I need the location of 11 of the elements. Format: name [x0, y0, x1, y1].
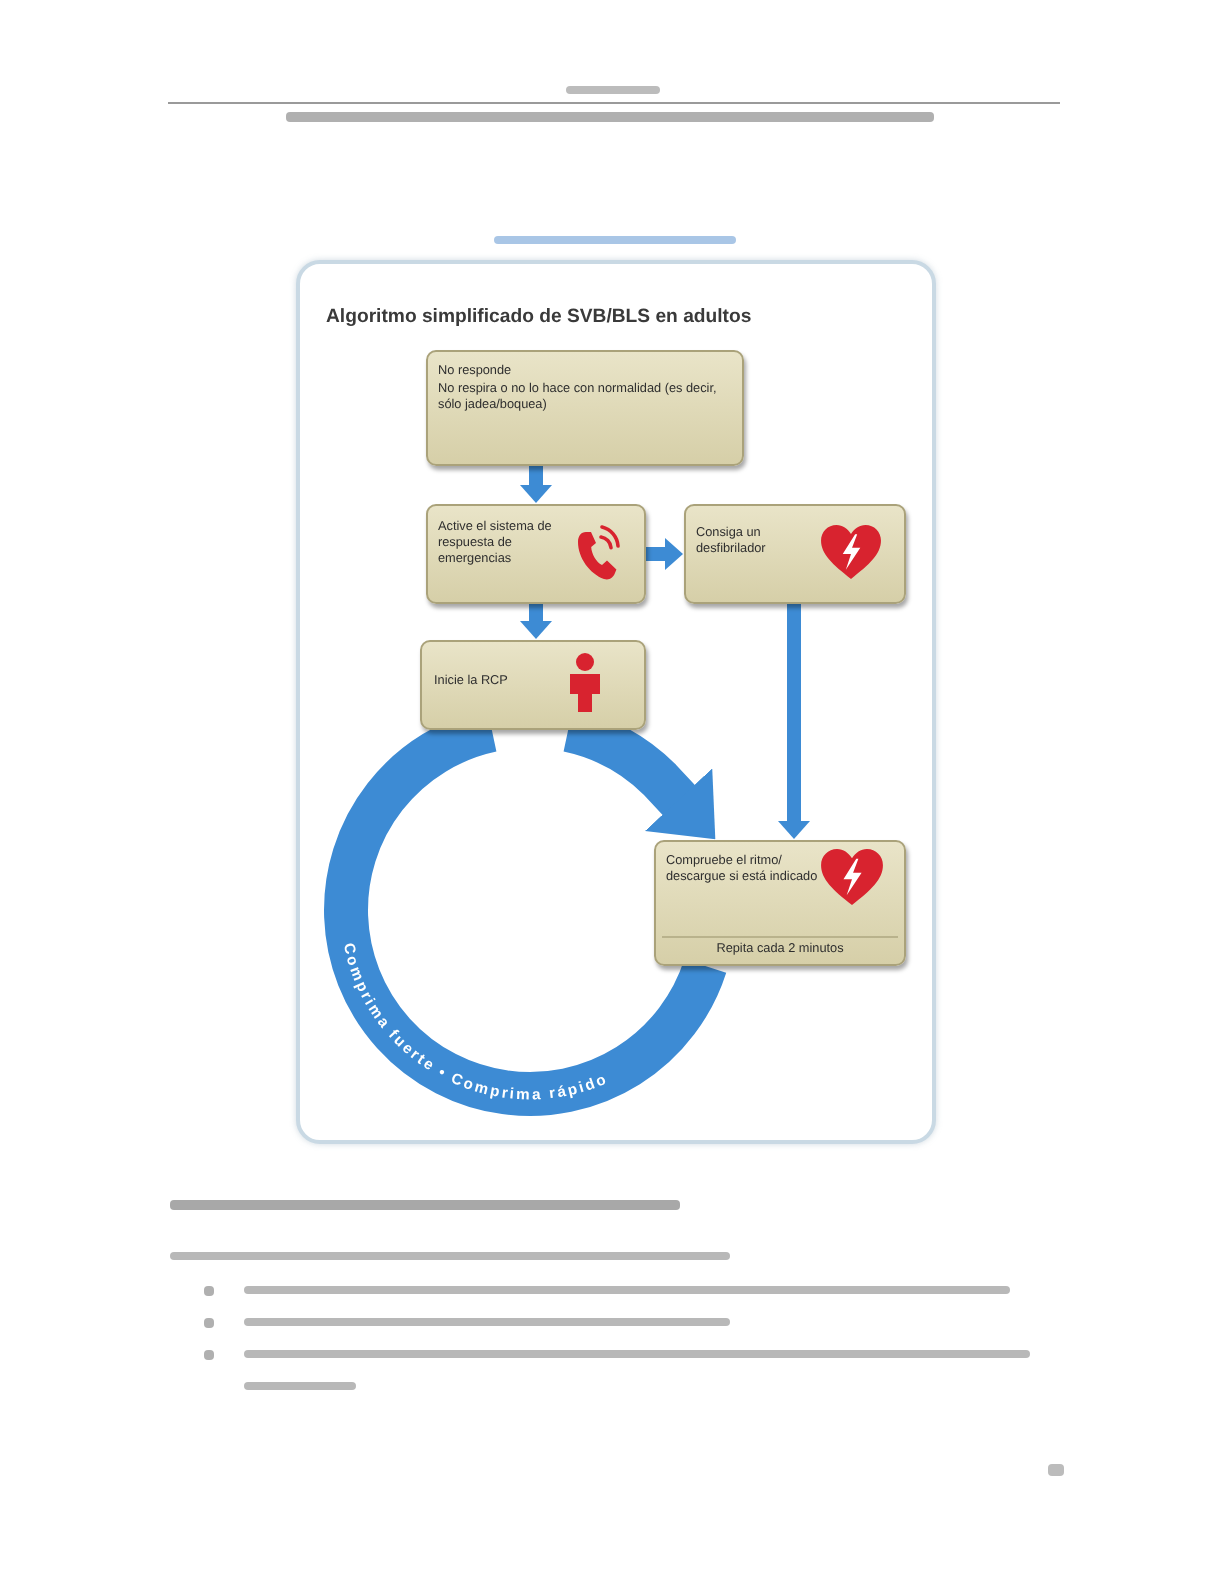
step-box	[426, 504, 646, 604]
step-box	[684, 504, 906, 604]
step-box	[420, 640, 646, 730]
arrow	[520, 604, 552, 639]
figure-frame	[296, 260, 936, 1144]
arrow	[520, 466, 552, 503]
step-box	[426, 350, 744, 466]
arrow	[646, 538, 683, 570]
arrow	[778, 604, 810, 839]
step-box	[654, 840, 906, 966]
panel-heading: Algoritmo simplificado de SVB/BLS en adultos	[326, 306, 752, 328]
